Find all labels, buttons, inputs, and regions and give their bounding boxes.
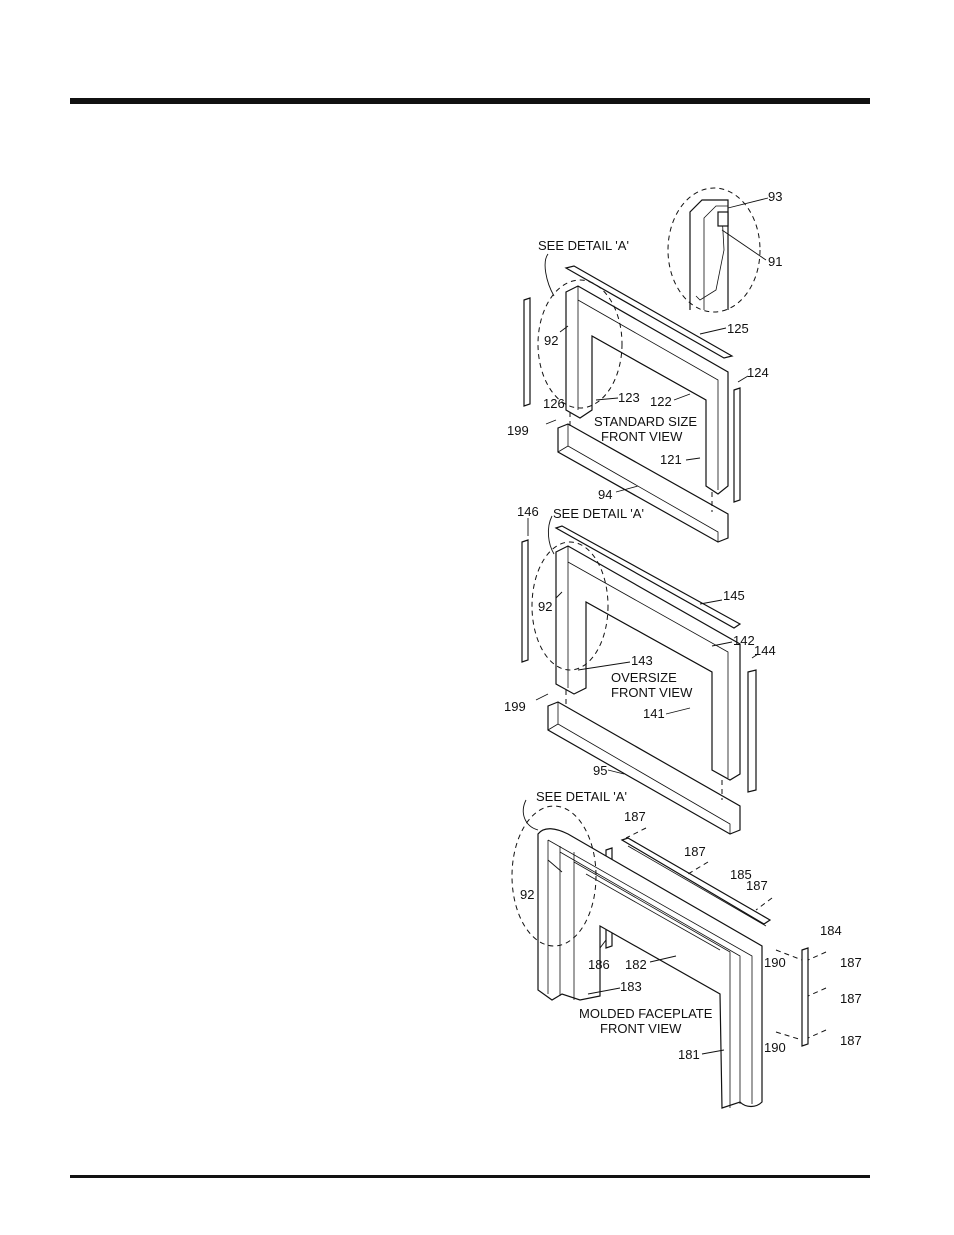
part-92-label: 92: [520, 887, 534, 902]
part-126-label: 126: [543, 396, 565, 411]
part-187-label-6: 187: [840, 1033, 862, 1048]
see-detail-label: SEE DETAIL 'A': [553, 506, 644, 521]
molded-faceplate-assembly: SEE DETAIL 'A' 187 187 185 187 92 184 18…: [512, 789, 862, 1108]
part-143-label: 143: [631, 653, 653, 668]
part-144-label: 144: [754, 643, 776, 658]
part-91-label: 91: [768, 254, 782, 269]
part-125-label: 125: [727, 321, 749, 336]
part-187-label-2: 187: [684, 844, 706, 859]
part-187-label-1: 187: [624, 809, 646, 824]
molded-view-title-1: MOLDED FACEPLATE: [579, 1006, 713, 1021]
part-187-label-5: 187: [840, 991, 862, 1006]
part-186-label: 186: [588, 957, 610, 972]
see-detail-label: SEE DETAIL 'A': [538, 238, 629, 253]
part-123-label: 123: [618, 390, 640, 405]
oversize-assembly: 146 SEE DETAIL 'A' 145 92 142 144 143 OV…: [504, 504, 776, 834]
part-92-label: 92: [544, 333, 558, 348]
part-199-label: 199: [507, 423, 529, 438]
part-181-label: 181: [678, 1047, 700, 1062]
part-95-label: 95: [593, 763, 607, 778]
part-187-label-4: 187: [840, 955, 862, 970]
standard-size-assembly: SEE DETAIL 'A' 93 91 125 92 124 122 123 …: [507, 188, 782, 542]
part-183-label: 183: [620, 979, 642, 994]
part-94-label: 94: [598, 487, 612, 502]
side-strip-124: [734, 388, 740, 502]
part-184-label: 184: [820, 923, 842, 938]
part-124-label: 124: [747, 365, 769, 380]
part-190-label-1: 190: [764, 955, 786, 970]
part-187-label-3: 187: [746, 878, 768, 893]
oversize-view-title-2: FRONT VIEW: [611, 685, 693, 700]
molded-frame-181-182-183: [538, 829, 762, 1108]
side-strip-146: [522, 540, 528, 662]
molded-view-title-2: FRONT VIEW: [600, 1021, 682, 1036]
part-146-label: 146: [517, 504, 539, 519]
standard-view-title-2: FRONT VIEW: [601, 429, 683, 444]
part-122-label: 122: [650, 394, 672, 409]
part-121-label: 121: [660, 452, 682, 467]
part-93-label: 93: [768, 189, 782, 204]
part-145-label: 145: [723, 588, 745, 603]
oversize-view-title-1: OVERSIZE: [611, 670, 677, 685]
part-141-label: 141: [643, 706, 665, 721]
detail-a-wire: [696, 214, 724, 300]
side-strip-126: [524, 298, 530, 406]
part-199-label: 199: [504, 699, 526, 714]
part-182-label: 182: [625, 957, 647, 972]
bracket-184: [802, 948, 808, 1046]
side-strip-144: [748, 670, 756, 792]
part-92-label: 92: [538, 599, 552, 614]
detail-a-circle: [668, 188, 760, 312]
part-190-label-2: 190: [764, 1040, 786, 1055]
see-detail-label: SEE DETAIL 'A': [536, 789, 627, 804]
standard-view-title-1: STANDARD SIZE: [594, 414, 697, 429]
part-142-label: 142: [733, 633, 755, 648]
